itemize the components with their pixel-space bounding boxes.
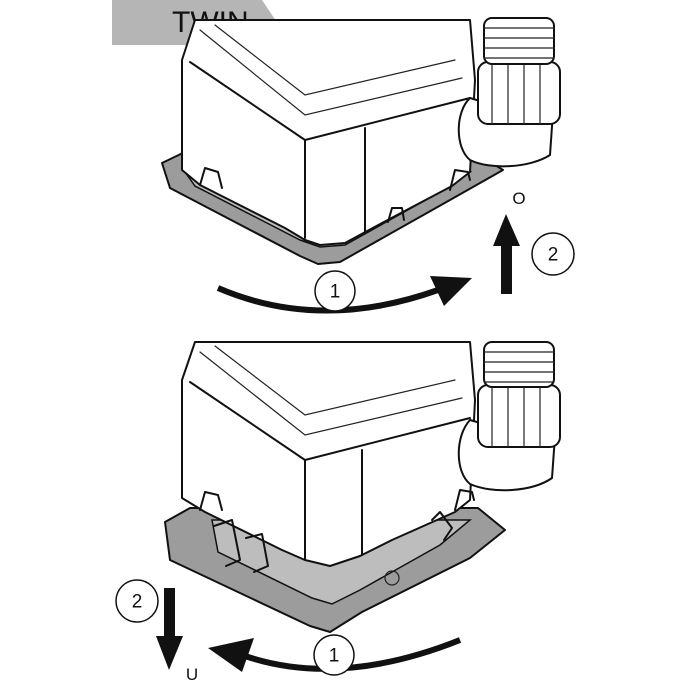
top-thread-lines <box>483 27 555 59</box>
top-foot-mid <box>387 207 405 223</box>
bottom-outlet-nut <box>477 384 561 448</box>
bottom-base-slot-left <box>213 519 241 567</box>
bottom-thread-lines <box>483 351 555 383</box>
top-rotate-arrow-curve <box>216 285 440 314</box>
bottom-foot-right <box>454 489 475 511</box>
bottom-rotate-step-circle <box>313 634 355 676</box>
bottom-rotate-step-marker: 1 <box>313 634 355 676</box>
bottom-lower-arrow: U <box>156 588 198 684</box>
top-body-ridge-3 <box>214 24 456 96</box>
bottom-body-ridge-3 <box>214 345 456 416</box>
bottom-body-ridge-2 <box>199 351 463 436</box>
bottom-base-slot-left-2 <box>245 533 269 573</box>
bottom-nut-grip <box>491 384 541 448</box>
top-pump-body <box>181 19 476 246</box>
top-nut-grip <box>491 61 541 125</box>
bottom-rotate-step-number: 1 <box>329 646 340 667</box>
bottom-outlet-thread <box>483 341 555 388</box>
top-pump-illustration <box>161 17 561 265</box>
top-rotate-arrow-head <box>430 276 472 306</box>
top-lift-arrow: O <box>493 189 526 294</box>
bottom-base-clip <box>431 511 453 541</box>
top-body-ridge-2 <box>199 29 463 116</box>
top-lift-arrow-shaft <box>501 242 512 294</box>
bottom-lower-step-circle <box>115 579 159 623</box>
bottom-lower-arrow-shaft <box>164 588 175 640</box>
top-outlet-thread <box>483 17 555 65</box>
top-lift-arrow-head <box>493 214 520 246</box>
top-rotate-step-circle <box>314 270 356 312</box>
top-direction-label: O <box>512 189 525 208</box>
top-rotate-step-number: 1 <box>330 282 341 303</box>
bottom-pump-illustration <box>164 341 561 633</box>
top-foot-left <box>199 167 223 189</box>
bottom-lower-arrow-head <box>156 636 183 670</box>
top-rotate-step-marker: 1 <box>314 270 356 312</box>
top-lift-step-marker: 2 <box>531 232 575 276</box>
top-rotate-arrow <box>216 276 472 314</box>
bottom-direction-label: U <box>186 665 198 684</box>
bottom-base-screw <box>384 570 400 586</box>
bottom-foot-left <box>199 491 223 511</box>
bottom-rotate-arrow-head <box>208 638 254 672</box>
bottom-lower-step-marker: 2 <box>115 579 159 623</box>
top-lift-step-circle <box>531 232 575 276</box>
top-lift-step-number: 2 <box>548 245 559 266</box>
top-foot-right <box>449 169 471 191</box>
top-outlet-nut <box>477 61 561 125</box>
bottom-lower-step-number: 2 <box>132 592 143 613</box>
